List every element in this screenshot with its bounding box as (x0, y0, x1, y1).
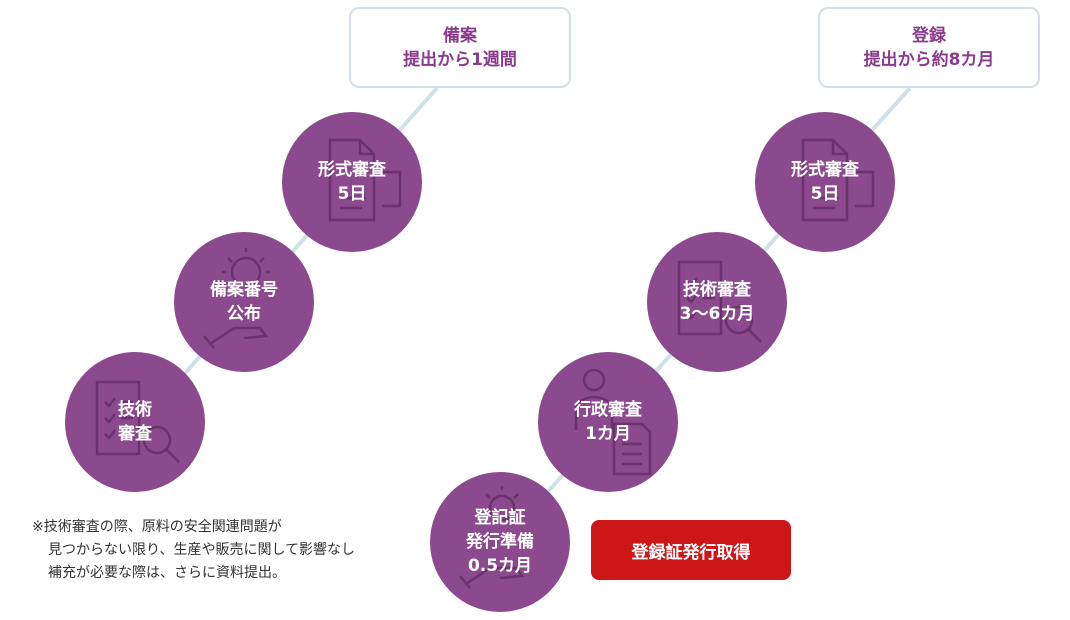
left-step-technical-review-line2: 審査 (118, 424, 152, 444)
left-flow-header-duration: 提出から1週間 (403, 49, 517, 70)
right-step-formal-review-line1: 形式審査 (791, 160, 859, 180)
footnote-line-1: ※技術審査の際、原料の安全関連問題が (32, 519, 282, 535)
right-step-administrative-review: 行政審査 1カ月 (538, 352, 678, 492)
right-step-formal-review: 形式審査 5日 (755, 112, 895, 252)
right-step-technical-review: 技術審査 3〜6カ月 (647, 232, 787, 372)
right-step-administrative-review-line1: 行政審査 (574, 400, 642, 420)
footnote: ※技術審査の際、原料の安全関連問題が 見つからない限り、生産や販売に関して影響な… (32, 516, 412, 585)
document-icon (328, 138, 402, 222)
right-flow-header-duration: 提出から約8カ月 (863, 49, 995, 70)
checklist-magnifier-icon (677, 260, 762, 343)
right-step-technical-review-line1: 技術審査 (683, 280, 751, 300)
footnote-line-3: 補充が必要な際は、さらに資料提出。 (48, 565, 286, 581)
document-icon (801, 138, 875, 222)
left-step-formal-review: 形式審査 5日 (282, 112, 422, 252)
hand-lightbulb-icon (203, 248, 270, 349)
left-step-technical-review-line1: 技術 (118, 400, 152, 420)
right-step-technical-review-line2: 3〜6カ月 (679, 304, 755, 324)
left-flow-header-title: 備案 (443, 25, 477, 46)
person-document-icon (574, 368, 652, 476)
left-step-formal-review-line1: 形式審査 (318, 160, 386, 180)
certificate-issued-button[interactable]: 登録証発行取得 (591, 520, 791, 580)
right-step-certificate-preparation-line3: 0.5カ月 (467, 556, 533, 576)
hand-lightbulb-icon (459, 486, 525, 589)
footnote-line-2: 見つからない限り、生産や販売に関して影響なし (48, 542, 356, 558)
left-step-formal-review-line2: 5日 (337, 184, 367, 204)
left-flow-header: 備案 提出から1週間 (349, 7, 571, 88)
left-step-registration-number: 備案番号 公布 (174, 232, 314, 372)
right-step-certificate-preparation: 登記証 発行準備 0.5カ月 (430, 472, 570, 612)
left-step-registration-number-line2: 公布 (227, 304, 261, 324)
right-step-formal-review-line2: 5日 (810, 184, 840, 204)
left-step-registration-number-line1: 備案番号 (210, 280, 278, 300)
right-step-certificate-preparation-line1: 登記証 (474, 508, 526, 528)
checklist-magnifier-icon (95, 380, 180, 463)
right-flow-header: 登録 提出から約8カ月 (818, 7, 1040, 88)
left-step-technical-review: 技術 審査 (65, 352, 205, 492)
right-flow-header-title: 登録 (912, 25, 946, 46)
right-step-certificate-preparation-line2: 発行準備 (466, 532, 534, 552)
right-step-administrative-review-line2: 1カ月 (585, 424, 631, 444)
